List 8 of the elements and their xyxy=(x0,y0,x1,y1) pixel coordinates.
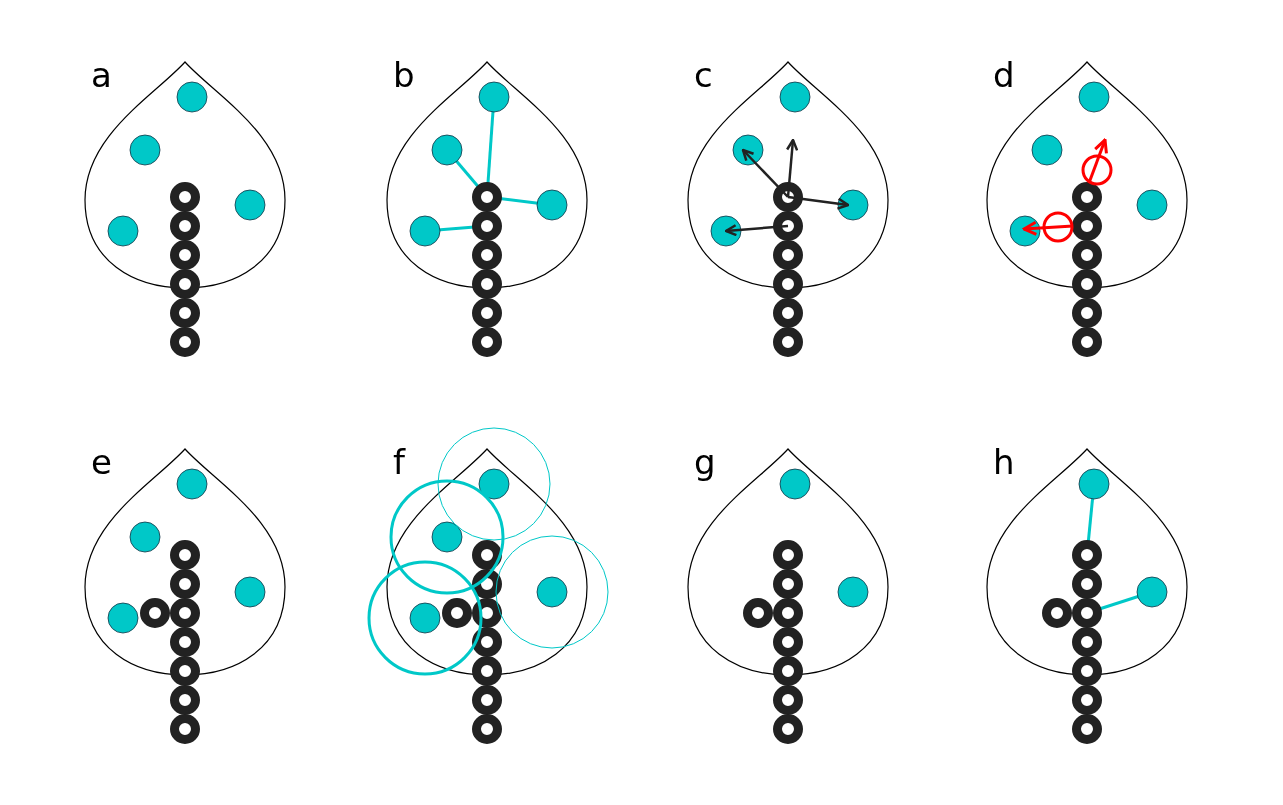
panel-letter: a xyxy=(91,58,112,92)
panel-letter: g xyxy=(694,445,716,479)
panel-letter: h xyxy=(993,445,1015,479)
panel-letter: f xyxy=(393,445,405,479)
panel-letter: b xyxy=(393,58,415,92)
panel-letter: d xyxy=(993,58,1015,92)
panel-letter: e xyxy=(91,445,112,479)
panel-letter: c xyxy=(694,58,713,92)
